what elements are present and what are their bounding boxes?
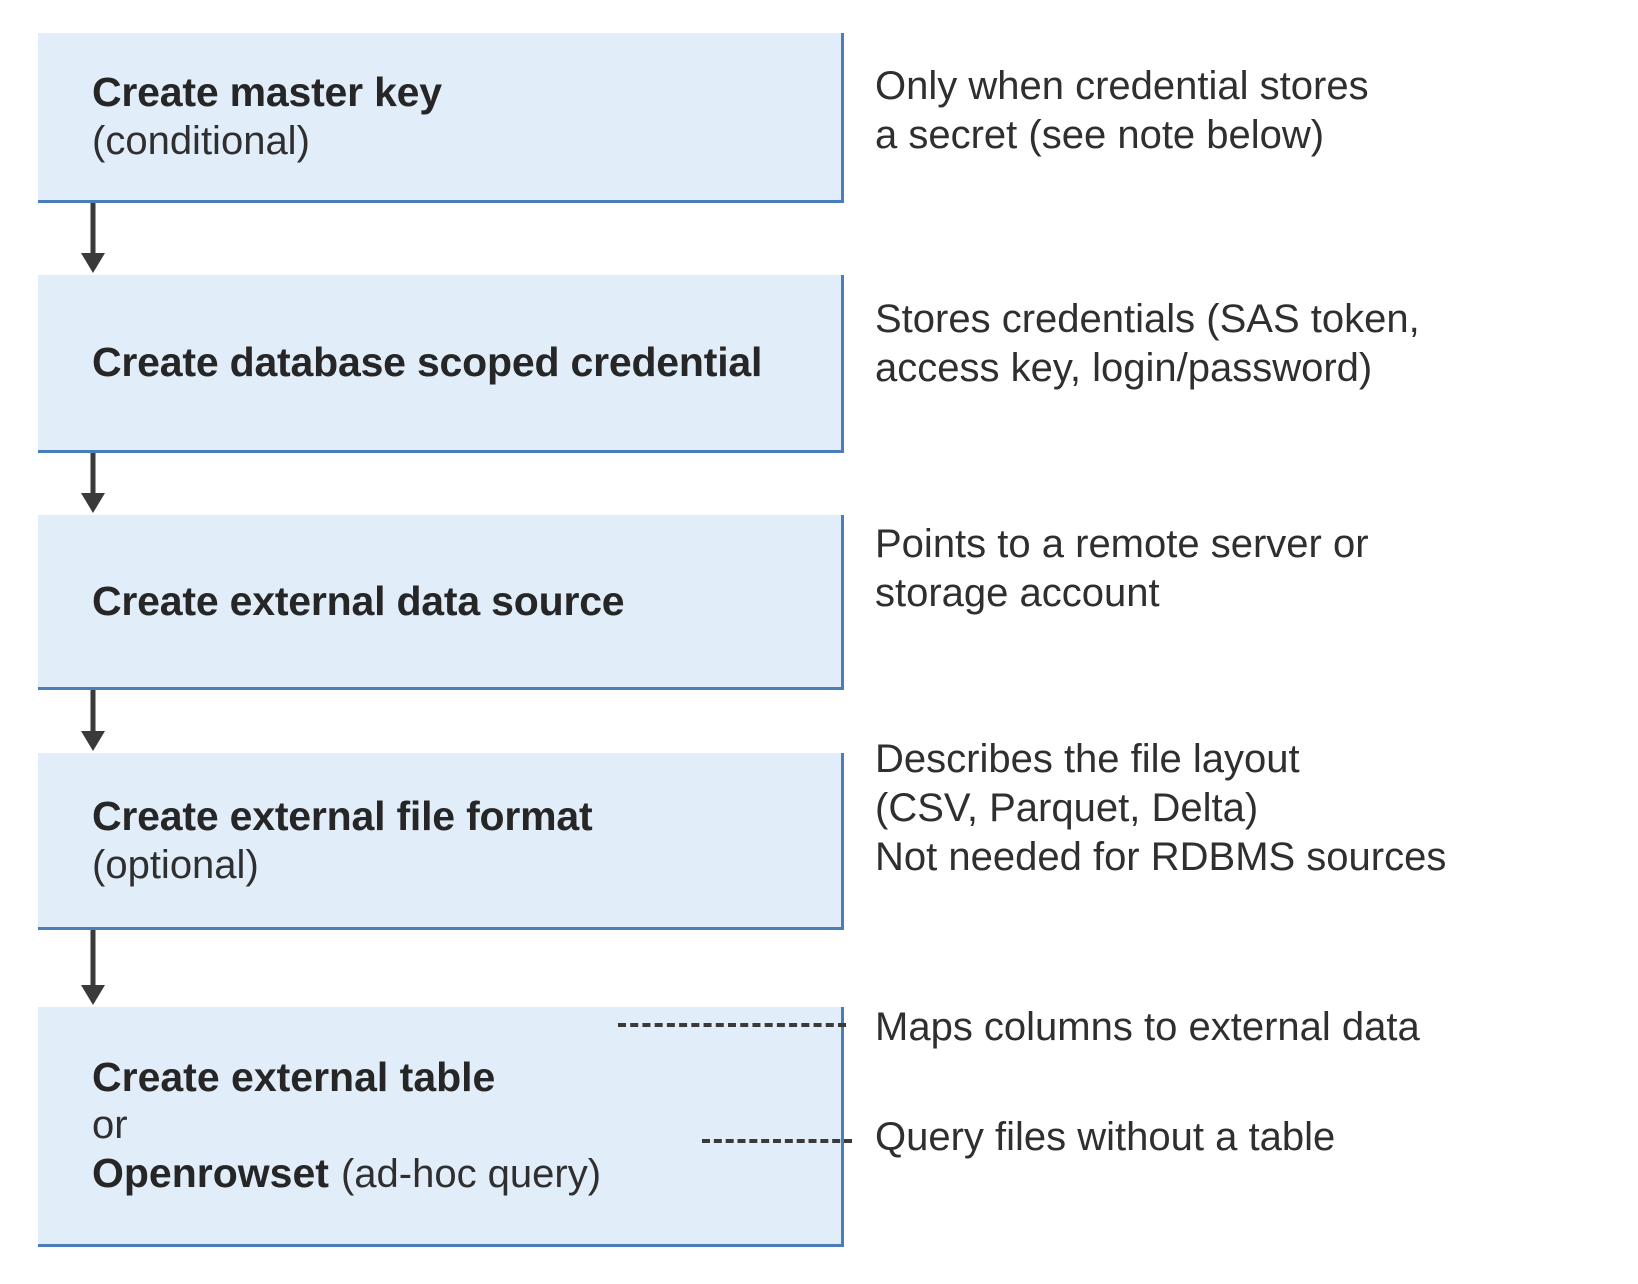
step-title: Create master key — [92, 69, 442, 116]
step-box-create-external-table-or-openrowset: Create external table or Openrowset (ad-… — [38, 1007, 844, 1247]
step-title: Create external file format — [92, 792, 593, 839]
down-arrow-icon — [80, 930, 106, 1007]
note-create-database-scoped-credential: Stores credentials (SAS token, access ke… — [875, 297, 1420, 390]
note-create-external-file-format: Describes the file layout (CSV, Parquet,… — [875, 737, 1447, 879]
down-arrow-icon — [80, 453, 106, 515]
note-create-external-table: Maps columns to external data — [875, 1005, 1420, 1049]
step-subtitle: (optional) — [92, 842, 259, 887]
step-title: Create external data source — [92, 577, 625, 624]
step-box-text: Create database scoped credential — [38, 337, 841, 387]
step-box-create-database-scoped-credential: Create database scoped credential — [38, 275, 844, 453]
step-box-text: Create external data source — [38, 576, 841, 626]
down-arrow-icon — [80, 690, 106, 753]
step-subtitle: (conditional) — [92, 119, 310, 164]
final-row-lead: Create external table — [92, 1054, 496, 1101]
step-box-create-external-file-format: Create external file format (optional) — [38, 753, 844, 930]
step-box-text: Create external table or Openrowset (ad-… — [38, 1053, 841, 1198]
down-arrow-icon — [80, 203, 106, 275]
step-box-create-external-data-source: Create external data source — [38, 515, 844, 690]
final-row-openrowset: Openrowset (ad-hoc query) — [92, 1149, 821, 1198]
note-openrowset: Query files without a table — [875, 1115, 1336, 1159]
note-create-external-data-source: Points to a remote server or storage acc… — [875, 522, 1369, 615]
step-box-text: Create master key (conditional) — [38, 67, 841, 166]
step-box-text: Create external file format (optional) — [38, 791, 841, 890]
dashed-connector-external-table — [618, 1023, 846, 1027]
final-row-or: or — [92, 1102, 128, 1147]
step-box-create-master-key: Create master key (conditional) — [38, 33, 844, 203]
final-row-external-table: Create external table — [92, 1053, 821, 1101]
note-create-master-key: Only when credential stores a secret (se… — [875, 64, 1369, 157]
final-row-tail: (ad-hoc query) — [340, 1151, 602, 1196]
dashed-connector-openrowset — [702, 1139, 852, 1143]
final-row-lead: Openrowset — [92, 1149, 329, 1196]
step-title: Create database scoped credential — [92, 339, 763, 386]
